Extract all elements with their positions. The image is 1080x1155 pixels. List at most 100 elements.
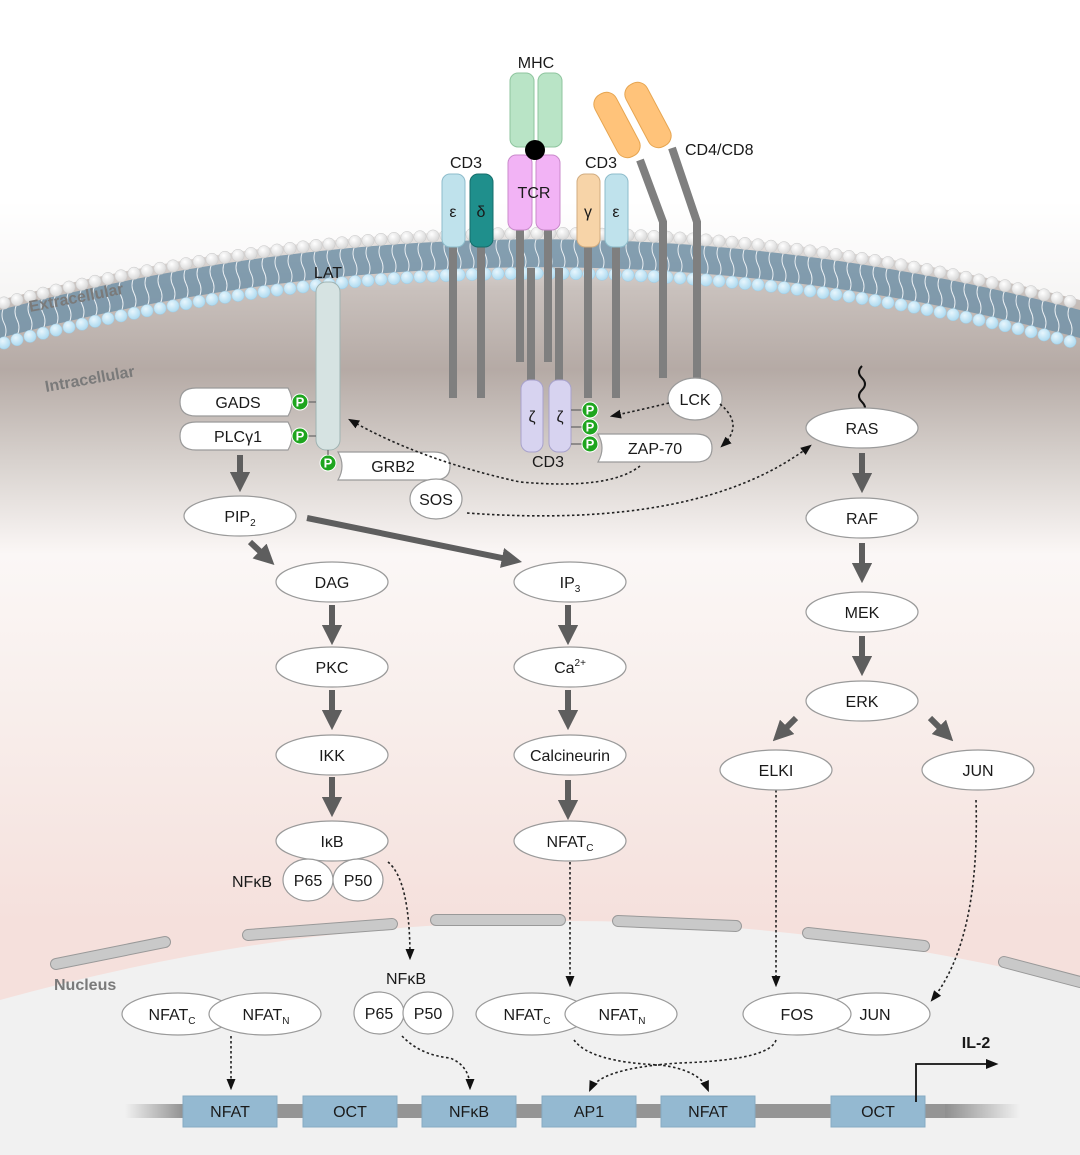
pkc-node[interactable]: PKC: [275, 646, 389, 688]
il2-gene-label: IL-2: [962, 1035, 991, 1052]
tcr-complex[interactable]: TCR: [507, 140, 561, 231]
ras-lipid-anchor: [858, 365, 866, 415]
ip3-node[interactable]: IP3: [513, 561, 627, 603]
cd4cd8-label: CD4/CD8: [685, 142, 754, 159]
mhc-chain-2: [537, 72, 563, 148]
phospho-site: [581, 418, 599, 436]
erk-node[interactable]: ERK: [805, 680, 919, 722]
nfkb-nuclear-complex[interactable]: NFκB P65 P50: [353, 971, 454, 1035]
nfatc-node[interactable]: NFATC: [513, 820, 627, 862]
zap70-node[interactable]: ZAP-70: [596, 433, 713, 463]
nfat-nuclear-complex-2[interactable]: NFATC NFATN: [475, 992, 678, 1036]
plcg1-label: PLCγ1: [214, 429, 262, 446]
ca-node[interactable]: Ca2+: [513, 646, 627, 688]
promoter-element: NFκB: [421, 1095, 517, 1128]
nfatn-nuclear-label: NFATN: [243, 1007, 290, 1027]
zeta-chain-1: [520, 379, 544, 453]
transcription-start-arrow: [915, 1058, 999, 1102]
promoter-element-label: OCT: [861, 1104, 895, 1121]
p50-node: [332, 858, 384, 902]
phospho-label: P: [586, 437, 595, 452]
elk-node[interactable]: ELKI: [719, 749, 833, 791]
gads-label: GADS: [215, 395, 260, 412]
raf-label: RAF: [846, 511, 878, 528]
mhc-complex[interactable]: MHC: [509, 55, 563, 148]
fos-nuclear-node: [742, 992, 852, 1036]
mek-label: MEK: [845, 605, 880, 622]
ikk-node[interactable]: IKK: [275, 734, 389, 776]
gads-node[interactable]: GADS: [179, 387, 293, 417]
p65-label: P65: [294, 873, 323, 890]
calcineurin-node[interactable]: Calcineurin: [513, 734, 627, 776]
plcg1-node[interactable]: PLCγ1: [179, 421, 293, 451]
cd3-gamma-epsilon[interactable]: CD3 γ ε: [576, 155, 629, 248]
fos-label: FOS: [781, 1007, 814, 1024]
tcr-alpha-chain: [507, 154, 533, 231]
ikb-label: IκB: [320, 834, 343, 851]
phospho-site: [581, 401, 599, 419]
mhc-chain-1: [509, 72, 535, 148]
raf-node[interactable]: RAF: [805, 497, 919, 539]
il2-promoter: NFAT OCT NFκB AP1 NFAT OCT IL-2: [125, 1035, 1020, 1128]
sos-node[interactable]: SOS: [409, 478, 463, 520]
promoter-element: NFAT: [182, 1095, 278, 1128]
nfkb-cytoplasmic-complex[interactable]: NFκB P65 P50: [232, 858, 384, 902]
calcineurin-label: Calcineurin: [530, 748, 610, 765]
phospho-label: P: [324, 456, 333, 471]
promoter-element-label: NFAT: [688, 1104, 728, 1121]
ip3-label: IP3: [560, 575, 581, 595]
phospho-site: [581, 435, 599, 453]
promoter-element: OCT: [302, 1095, 398, 1128]
cd4-cd8-coreceptor[interactable]: CD4/CD8: [590, 78, 754, 161]
p65-nuclear-label: P65: [365, 1006, 394, 1023]
tcr-beta-chain: [535, 154, 561, 231]
phospho-site: [291, 393, 309, 411]
ca-label: Ca2+: [554, 658, 586, 677]
mhc-label: MHC: [518, 55, 554, 72]
promoter-element-label: NFAT: [210, 1104, 250, 1121]
lck-node[interactable]: LCK: [667, 377, 723, 421]
lat-bar: [315, 281, 341, 451]
grb2-node[interactable]: GRB2: [336, 451, 451, 481]
promoter-element-label: AP1: [574, 1104, 604, 1121]
dag-node[interactable]: DAG: [275, 561, 389, 603]
cd3-epsilon-delta[interactable]: CD3 ε δ: [441, 155, 494, 248]
nfkb-nuclear-label: NFκB: [386, 971, 426, 988]
cd3-gamma-chain: [576, 173, 601, 248]
receptor-stalks: [449, 146, 701, 398]
pkc-label: PKC: [316, 660, 349, 677]
promoter-element: NFAT: [660, 1095, 756, 1128]
jun-label: JUN: [962, 763, 993, 780]
nfatn-nuclear-label-2: NFATN: [599, 1007, 646, 1027]
ikk-label: IKK: [319, 748, 345, 765]
promoter-element-label: OCT: [333, 1104, 367, 1121]
zeta-label-1: ζ: [528, 409, 535, 426]
p50-label: P50: [344, 873, 373, 890]
ikb-node[interactable]: IκB: [275, 820, 389, 862]
epsilon-label-2: ε: [612, 204, 619, 221]
nfat-nuclear-complex[interactable]: NFATC NFATN: [121, 992, 322, 1036]
antigen-peptide: [525, 140, 545, 160]
nfatc-nuclear-label-2: NFATC: [504, 1007, 551, 1027]
cd3-zeta-label: CD3: [532, 454, 564, 471]
gamma-label: γ: [584, 204, 592, 221]
zeta-chain-2: [548, 379, 572, 453]
cd4-domain-2: [624, 81, 672, 149]
jun-nuclear-label: JUN: [859, 1007, 890, 1024]
nfatc-nuclear-label: NFATC: [149, 1007, 196, 1027]
ras-node[interactable]: RAS: [805, 407, 919, 449]
promoter-element: OCT: [830, 1095, 926, 1128]
jun-node[interactable]: JUN: [921, 749, 1035, 791]
mek-node[interactable]: MEK: [805, 591, 919, 633]
ap1-complex[interactable]: FOS JUN: [742, 992, 931, 1036]
nfatn-nuclear-node: [208, 992, 322, 1036]
cd3-zeta-chains[interactable]: ζ ζ CD3: [520, 379, 572, 471]
pip2-node[interactable]: PIP2: [183, 495, 297, 537]
lat-protein[interactable]: LAT: [314, 265, 342, 451]
delta-label: δ: [477, 204, 486, 221]
nfkb-label: NFκB: [232, 874, 272, 891]
cd3-right-label: CD3: [585, 155, 617, 172]
lat-label: LAT: [314, 265, 342, 282]
